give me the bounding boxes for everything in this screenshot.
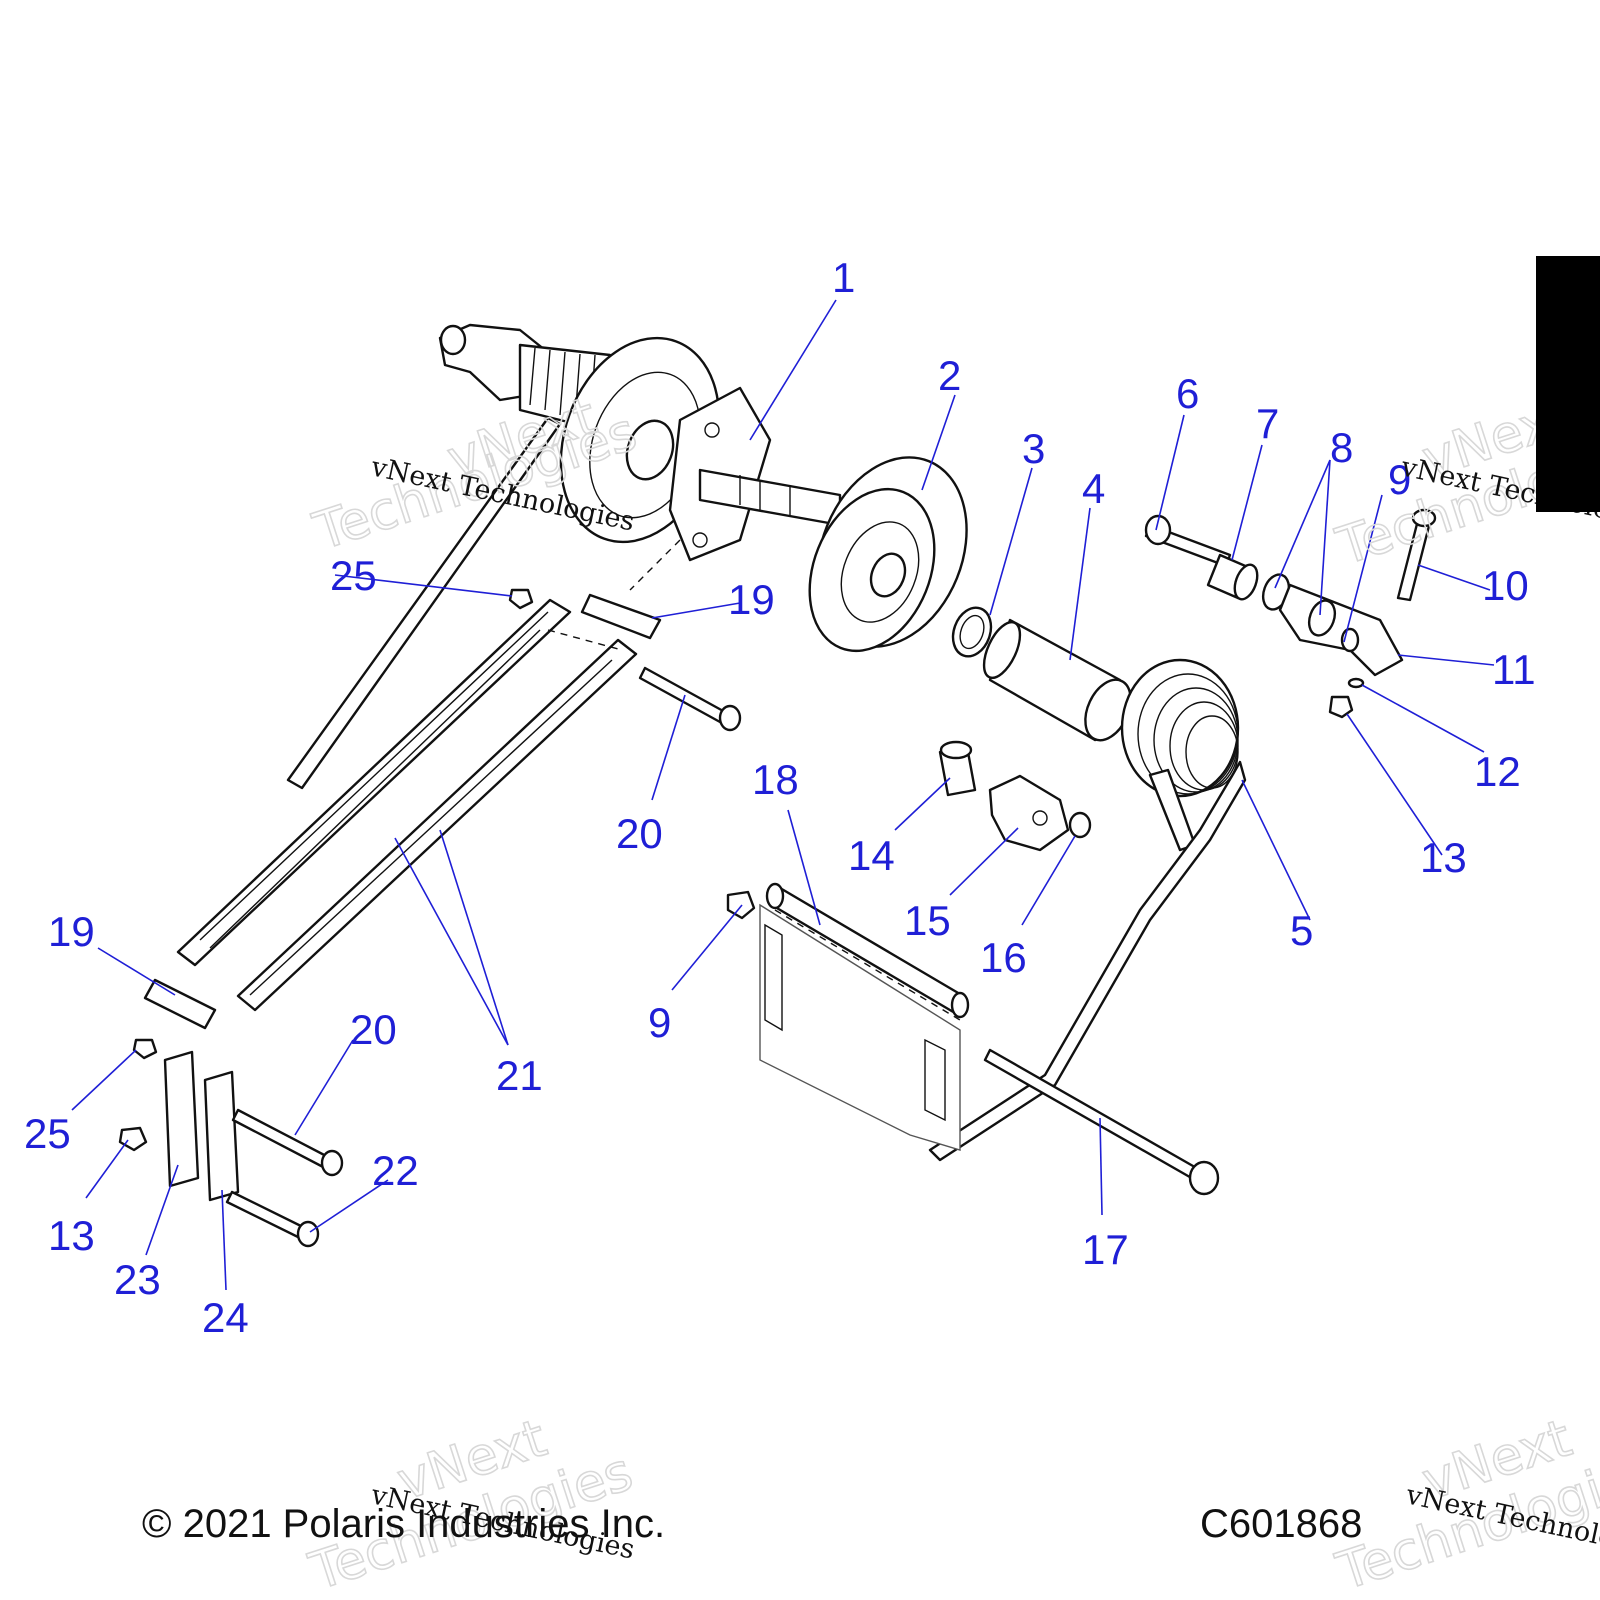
washer-16 [1068, 811, 1092, 839]
nut-13 [1328, 695, 1354, 719]
leader-lines [71, 299, 1495, 1291]
axle-assembly [438, 323, 968, 653]
callout-10: 10 [1482, 562, 1529, 609]
callout-25-lower: 25 [24, 1110, 71, 1157]
callout-9-upper: 9 [1388, 456, 1411, 503]
callouts: 1 2 3 4 5 6 7 8 9 10 11 12 13 14 15 16 1… [24, 254, 1536, 1341]
callout-11: 11 [1492, 646, 1536, 693]
callout-25-upper: 25 [330, 552, 377, 599]
link-plate-24 [203, 1070, 240, 1202]
callout-15: 15 [904, 897, 951, 944]
rail-21-right [236, 638, 638, 1012]
callout-20-lower: 20 [350, 1006, 397, 1053]
callout-21: 21 [496, 1052, 543, 1099]
callout-19-lower: 19 [48, 908, 95, 955]
long-bolt-17 [983, 1048, 1202, 1182]
callout-18: 18 [752, 756, 799, 803]
torsion-spring-5 [928, 658, 1247, 1162]
nut-25-upper [508, 588, 534, 610]
callout-14: 14 [848, 832, 895, 879]
callout-2: 2 [938, 352, 961, 399]
bolt-20-lower [231, 1108, 332, 1170]
nut-13-lower [118, 1126, 148, 1152]
callout-24: 24 [202, 1294, 249, 1341]
callout-23: 23 [114, 1256, 161, 1303]
copyright-text: © 2021 Polaris Industries Inc. [142, 1502, 665, 1546]
bolt-22 [225, 1190, 307, 1240]
callout-3: 3 [1022, 425, 1045, 472]
drawing-number: C601868 [1200, 1502, 1362, 1546]
bracket-15 [988, 774, 1070, 852]
bushing-19-lower [143, 978, 217, 1030]
clamp-block-11 [1278, 583, 1404, 677]
parts-drawing [118, 323, 1437, 1248]
callout-19-upper: 19 [728, 576, 775, 623]
bolt-20-upper [638, 666, 727, 724]
page-edge-tab [1536, 256, 1600, 512]
callout-4: 4 [1082, 465, 1105, 512]
washer-12 [1347, 677, 1365, 689]
torque-arm-rod [286, 416, 562, 790]
callout-13-right: 13 [1420, 834, 1467, 881]
nut-25-lower [132, 1038, 158, 1060]
callout-20-upper: 20 [616, 810, 663, 857]
callout-17: 17 [1082, 1226, 1129, 1273]
bushing-19-upper [580, 593, 662, 640]
callout-16: 16 [980, 934, 1027, 981]
callout-5: 5 [1290, 907, 1313, 954]
callout-22: 22 [372, 1147, 419, 1194]
callout-9-lower: 9 [648, 999, 671, 1046]
callout-1: 1 [832, 254, 855, 301]
callout-6: 6 [1176, 370, 1199, 417]
link-plate-23 [163, 1050, 200, 1188]
rail-21-left [176, 598, 572, 967]
callout-7: 7 [1256, 400, 1279, 447]
callout-13-lower: 13 [48, 1212, 95, 1259]
callout-12: 12 [1474, 748, 1521, 795]
spacer-8b [1307, 599, 1337, 637]
callout-8: 8 [1330, 424, 1353, 471]
